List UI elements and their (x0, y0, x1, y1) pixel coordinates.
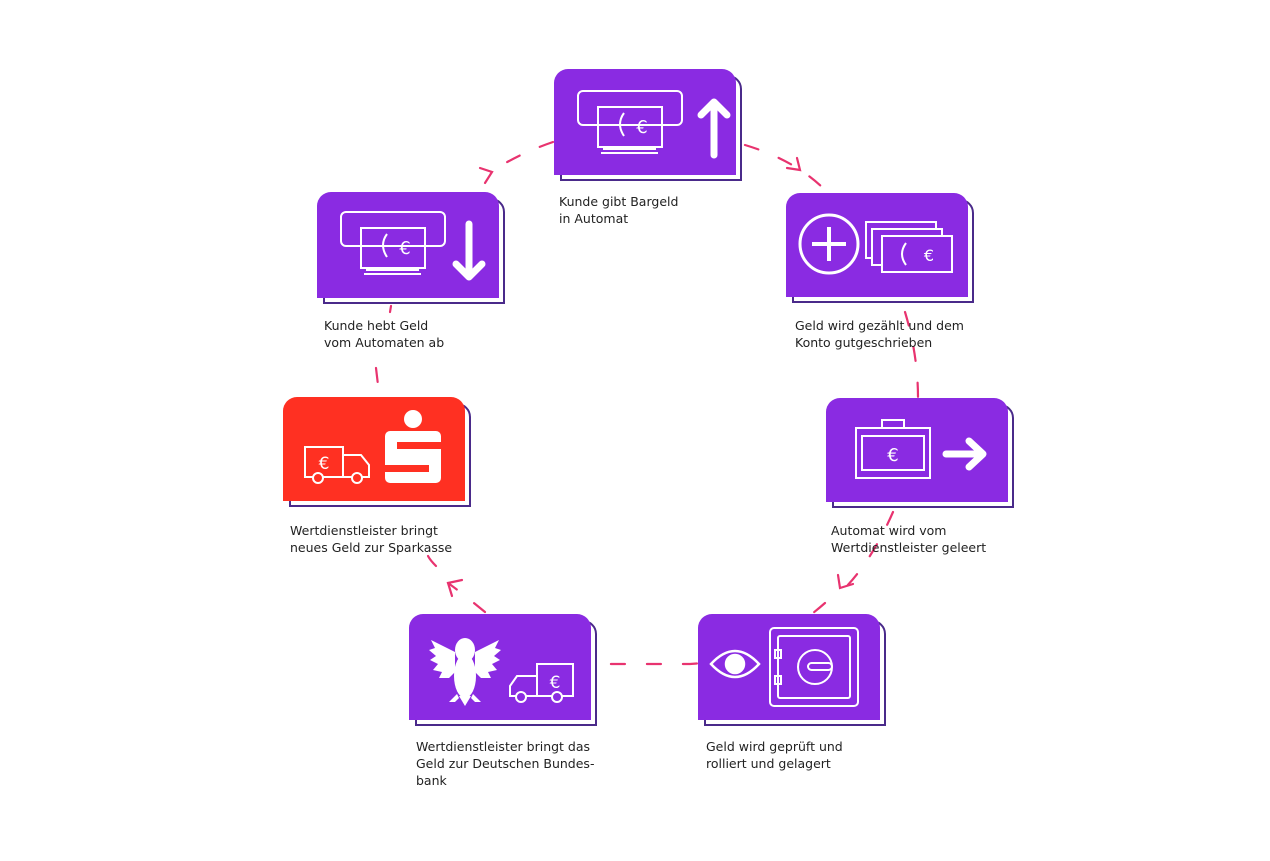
atm-cash-icon: € (577, 90, 683, 154)
svg-text:€: € (319, 454, 330, 474)
step-card-sparkasse: € (283, 397, 471, 507)
arrow-path (903, 310, 920, 400)
step-card-bundesbank: € (409, 614, 597, 726)
card-face: € (554, 69, 736, 175)
step-card-withdraw: € (317, 192, 505, 304)
svg-text:€: € (550, 673, 561, 693)
step-label-sparkasse: Wertdienstleister bringt neues Geld zur … (290, 523, 453, 555)
truck-icon: € (509, 663, 574, 703)
arrow-up-icon (697, 98, 731, 159)
sparkasse-logo-icon (385, 410, 441, 483)
svg-text:€: € (924, 246, 934, 265)
banknotes-icon: € (865, 221, 953, 273)
card-face: € (283, 397, 465, 501)
arrow-right-icon (942, 437, 987, 471)
truck-icon: € (304, 446, 370, 484)
step-label-emptied: Automat wird vom Wertdienstleister gelee… (831, 523, 987, 555)
arrowhead (478, 166, 494, 185)
arrowhead (785, 156, 802, 172)
arrow-path (743, 143, 827, 192)
step-card-emptied: € (826, 398, 1014, 508)
arrow-path (843, 510, 895, 590)
step-label-withdraw: Kunde hebt Geld vom Automaten ab (324, 318, 445, 350)
eye-icon (709, 649, 761, 679)
svg-text:€: € (887, 445, 898, 466)
card-face: € (786, 193, 968, 297)
money-case-icon: € (855, 419, 931, 479)
atm-cash-icon: € (340, 211, 446, 275)
card-face: € (409, 614, 591, 720)
step-label-credit: Geld wird gezählt und dem Konto gutgesch… (795, 318, 964, 350)
step-card-credit: € (786, 193, 974, 303)
arrowhead (446, 578, 464, 598)
card-face: € (317, 192, 499, 298)
arrow-path (374, 366, 380, 387)
plus-circle-icon (798, 213, 860, 275)
step-card-vault (698, 614, 886, 726)
arrow-down-icon (452, 220, 486, 281)
safe-icon (769, 627, 859, 707)
step-card-deposit: € (554, 69, 742, 181)
federal-eagle-icon (429, 638, 501, 706)
svg-text:€: € (636, 117, 647, 138)
card-face (698, 614, 880, 720)
card-face: € (826, 398, 1008, 502)
svg-text:€: € (399, 238, 410, 259)
step-label-bundesbank: Wertdienstleister bringt das Geld zur De… (416, 739, 595, 788)
step-label-deposit: Kunde gibt Bargeld in Automat (559, 194, 679, 226)
arrow-path (488, 140, 555, 175)
arrow-path (446, 581, 487, 614)
arrow-path (426, 554, 438, 568)
step-label-vault: Geld wird geprüft und rolliert und gelag… (706, 739, 843, 771)
arrowhead (836, 573, 855, 590)
arrow-path (388, 304, 393, 314)
